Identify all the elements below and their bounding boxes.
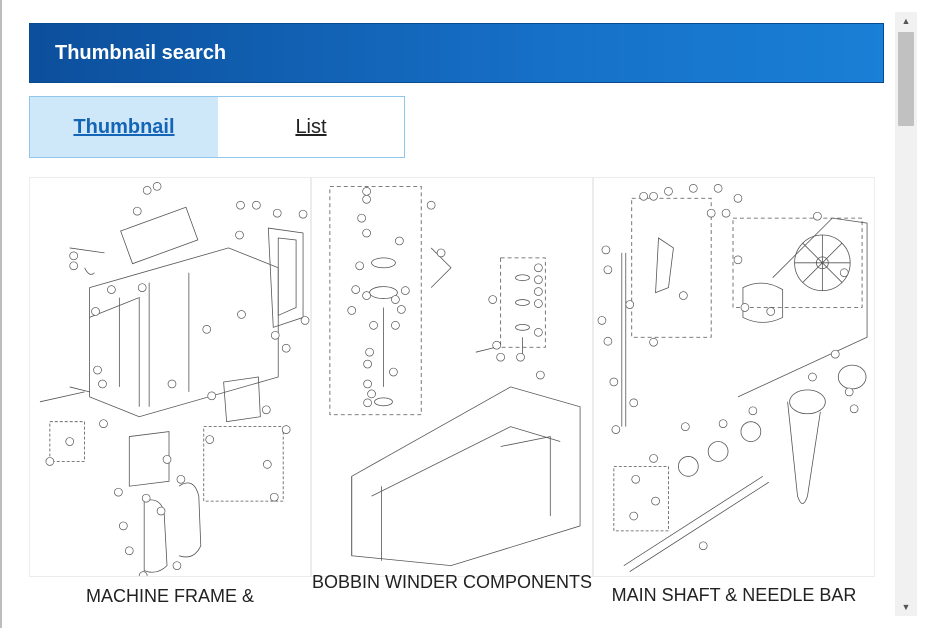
parts-diagram-thumbnail[interactable]	[29, 177, 311, 580]
machine-frame-diagram	[39, 182, 310, 580]
tab-list[interactable]: List	[218, 97, 404, 157]
thumbnail-card-machine-frame[interactable]: MACHINE FRAME &	[29, 177, 311, 628]
scroll-up-arrow-icon[interactable]: ▲	[901, 16, 911, 26]
scroll-down-arrow-icon[interactable]: ▼	[901, 602, 911, 612]
page-header: Thumbnail search	[29, 23, 884, 83]
thumbnail-card-main-shaft[interactable]: MAIN SHAFT & NEEDLE BAR	[593, 177, 875, 628]
tab-thumbnail[interactable]: Thumbnail	[30, 97, 218, 157]
vertical-scrollbar[interactable]: ▲ ▼	[895, 12, 917, 616]
thumbnail-card-bobbin-winder[interactable]: BOBBIN WINDER COMPONENTS	[311, 177, 593, 628]
page-title: Thumbnail search	[55, 42, 227, 64]
bobbin-winder-diagram	[329, 185, 581, 567]
parts-diagram-thumbnail[interactable]	[311, 177, 593, 577]
parts-diagram-thumbnail[interactable]	[593, 177, 875, 577]
view-tabs: Thumbnail List	[29, 96, 405, 158]
card-label[interactable]: MACHINE FRAME &	[85, 586, 254, 606]
thumbnail-grid: MACHINE FRAME &	[29, 177, 875, 628]
main-shaft-diagram	[597, 184, 868, 572]
card-label[interactable]: MAIN SHAFT & NEEDLE BAR	[611, 585, 857, 605]
scroll-thumb[interactable]	[898, 32, 914, 126]
card-label[interactable]: BOBBIN WINDER COMPONENTS	[311, 572, 593, 592]
